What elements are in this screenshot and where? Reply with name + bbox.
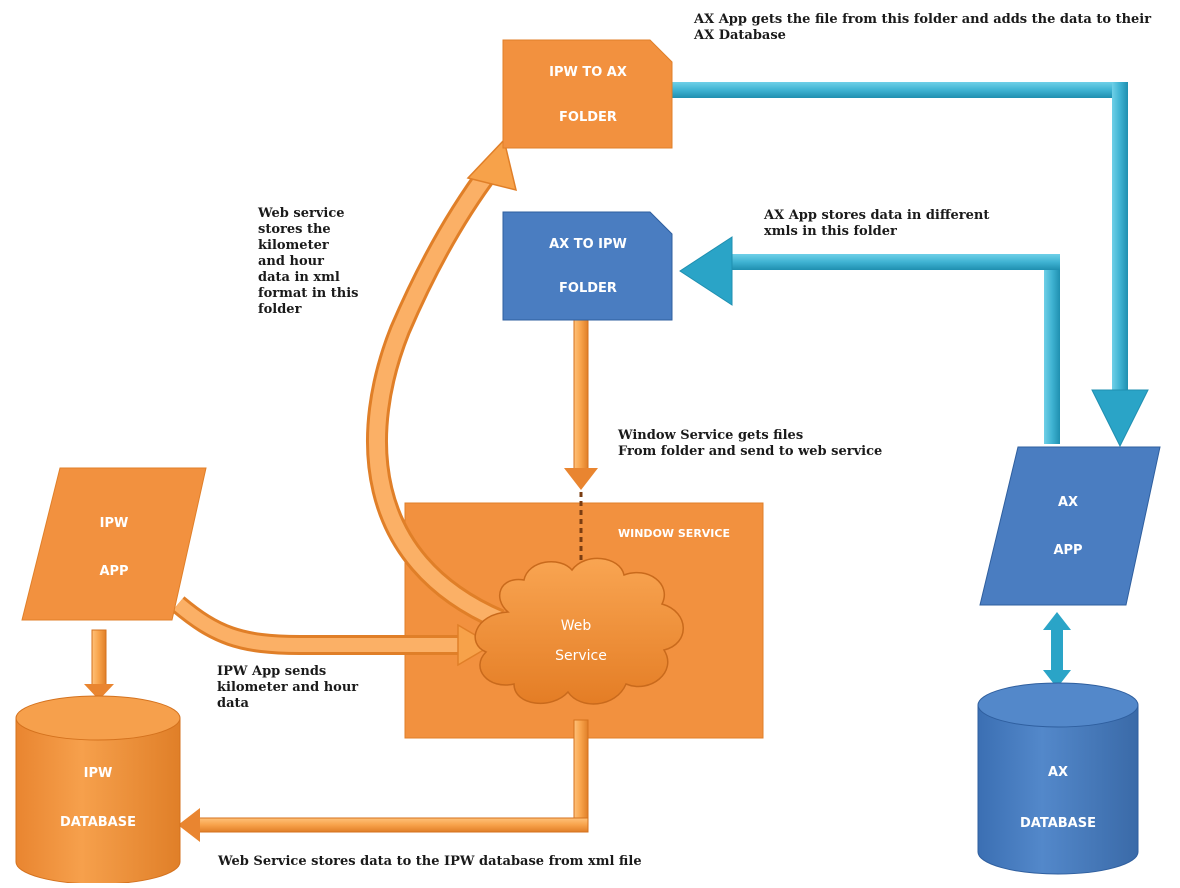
ax-app-label-1: AX [1058, 495, 1078, 510]
ipw-app-label-1: IPW [100, 516, 129, 531]
orange-arrow-web-to-ipw-db [178, 719, 589, 842]
ipw-to-ax-folder: IPW TO AX FOLDER [502, 39, 673, 149]
ipw-app-label-2: APP [99, 564, 128, 579]
ipw-to-ax-folder-label-2: FOLDER [559, 110, 617, 125]
window-service-title: WINDOW SERVICE [618, 527, 730, 540]
orange-arrow-folder-to-window-service [564, 319, 598, 588]
note-ax-app-stores-data: AX App stores data in different xmls in … [764, 208, 990, 239]
note-web-service-stores-db: Web Service stores data to the IPW datab… [218, 854, 642, 869]
orange-arrow-ipw-app-to-web [171, 596, 494, 667]
ipw-app-shape: IPW APP [21, 467, 207, 621]
ax-app-shape: AX APP [979, 446, 1161, 606]
ipw-database-cylinder: IPW DATABASE [15, 695, 181, 885]
note-window-service-gets-files: Window Service gets files From folder an… [618, 428, 883, 459]
ax-app-database-double-arrow [1043, 612, 1071, 688]
web-service-label-2: Service [555, 648, 607, 664]
ax-database-label-1: AX [1048, 765, 1068, 780]
orange-arrow-web-to-ipw-to-ax [365, 138, 518, 631]
ax-database-label-2: DATABASE [1020, 816, 1096, 831]
orange-arrow-ipw-app-to-db [84, 629, 114, 700]
web-service-label-1: Web [561, 618, 592, 634]
ax-to-ipw-folder-label-1: AX TO IPW [549, 237, 627, 252]
ax-to-ipw-folder-label-2: FOLDER [559, 281, 617, 296]
ax-to-ipw-folder: AX TO IPW FOLDER [502, 211, 673, 321]
teal-arrow-to-ax-app [672, 82, 1149, 448]
teal-arrow-to-ax-to-ipw-folder [679, 236, 1060, 444]
web-service-cloud: Web Service [474, 557, 684, 705]
note-ax-app-gets-file: AX App gets the file from this folder an… [694, 12, 1152, 43]
ax-app-label-2: APP [1053, 543, 1082, 558]
ipw-database-label-1: IPW [84, 766, 113, 781]
note-web-service-stores-xml: Web service stores the kilometer and hou… [258, 206, 359, 317]
ax-database-cylinder: AX DATABASE [977, 682, 1139, 875]
ipw-to-ax-folder-label-1: IPW TO AX [549, 65, 627, 80]
note-ipw-app-sends: IPW App sends kilometer and hour data [217, 664, 359, 711]
ipw-database-label-2: DATABASE [60, 815, 136, 830]
